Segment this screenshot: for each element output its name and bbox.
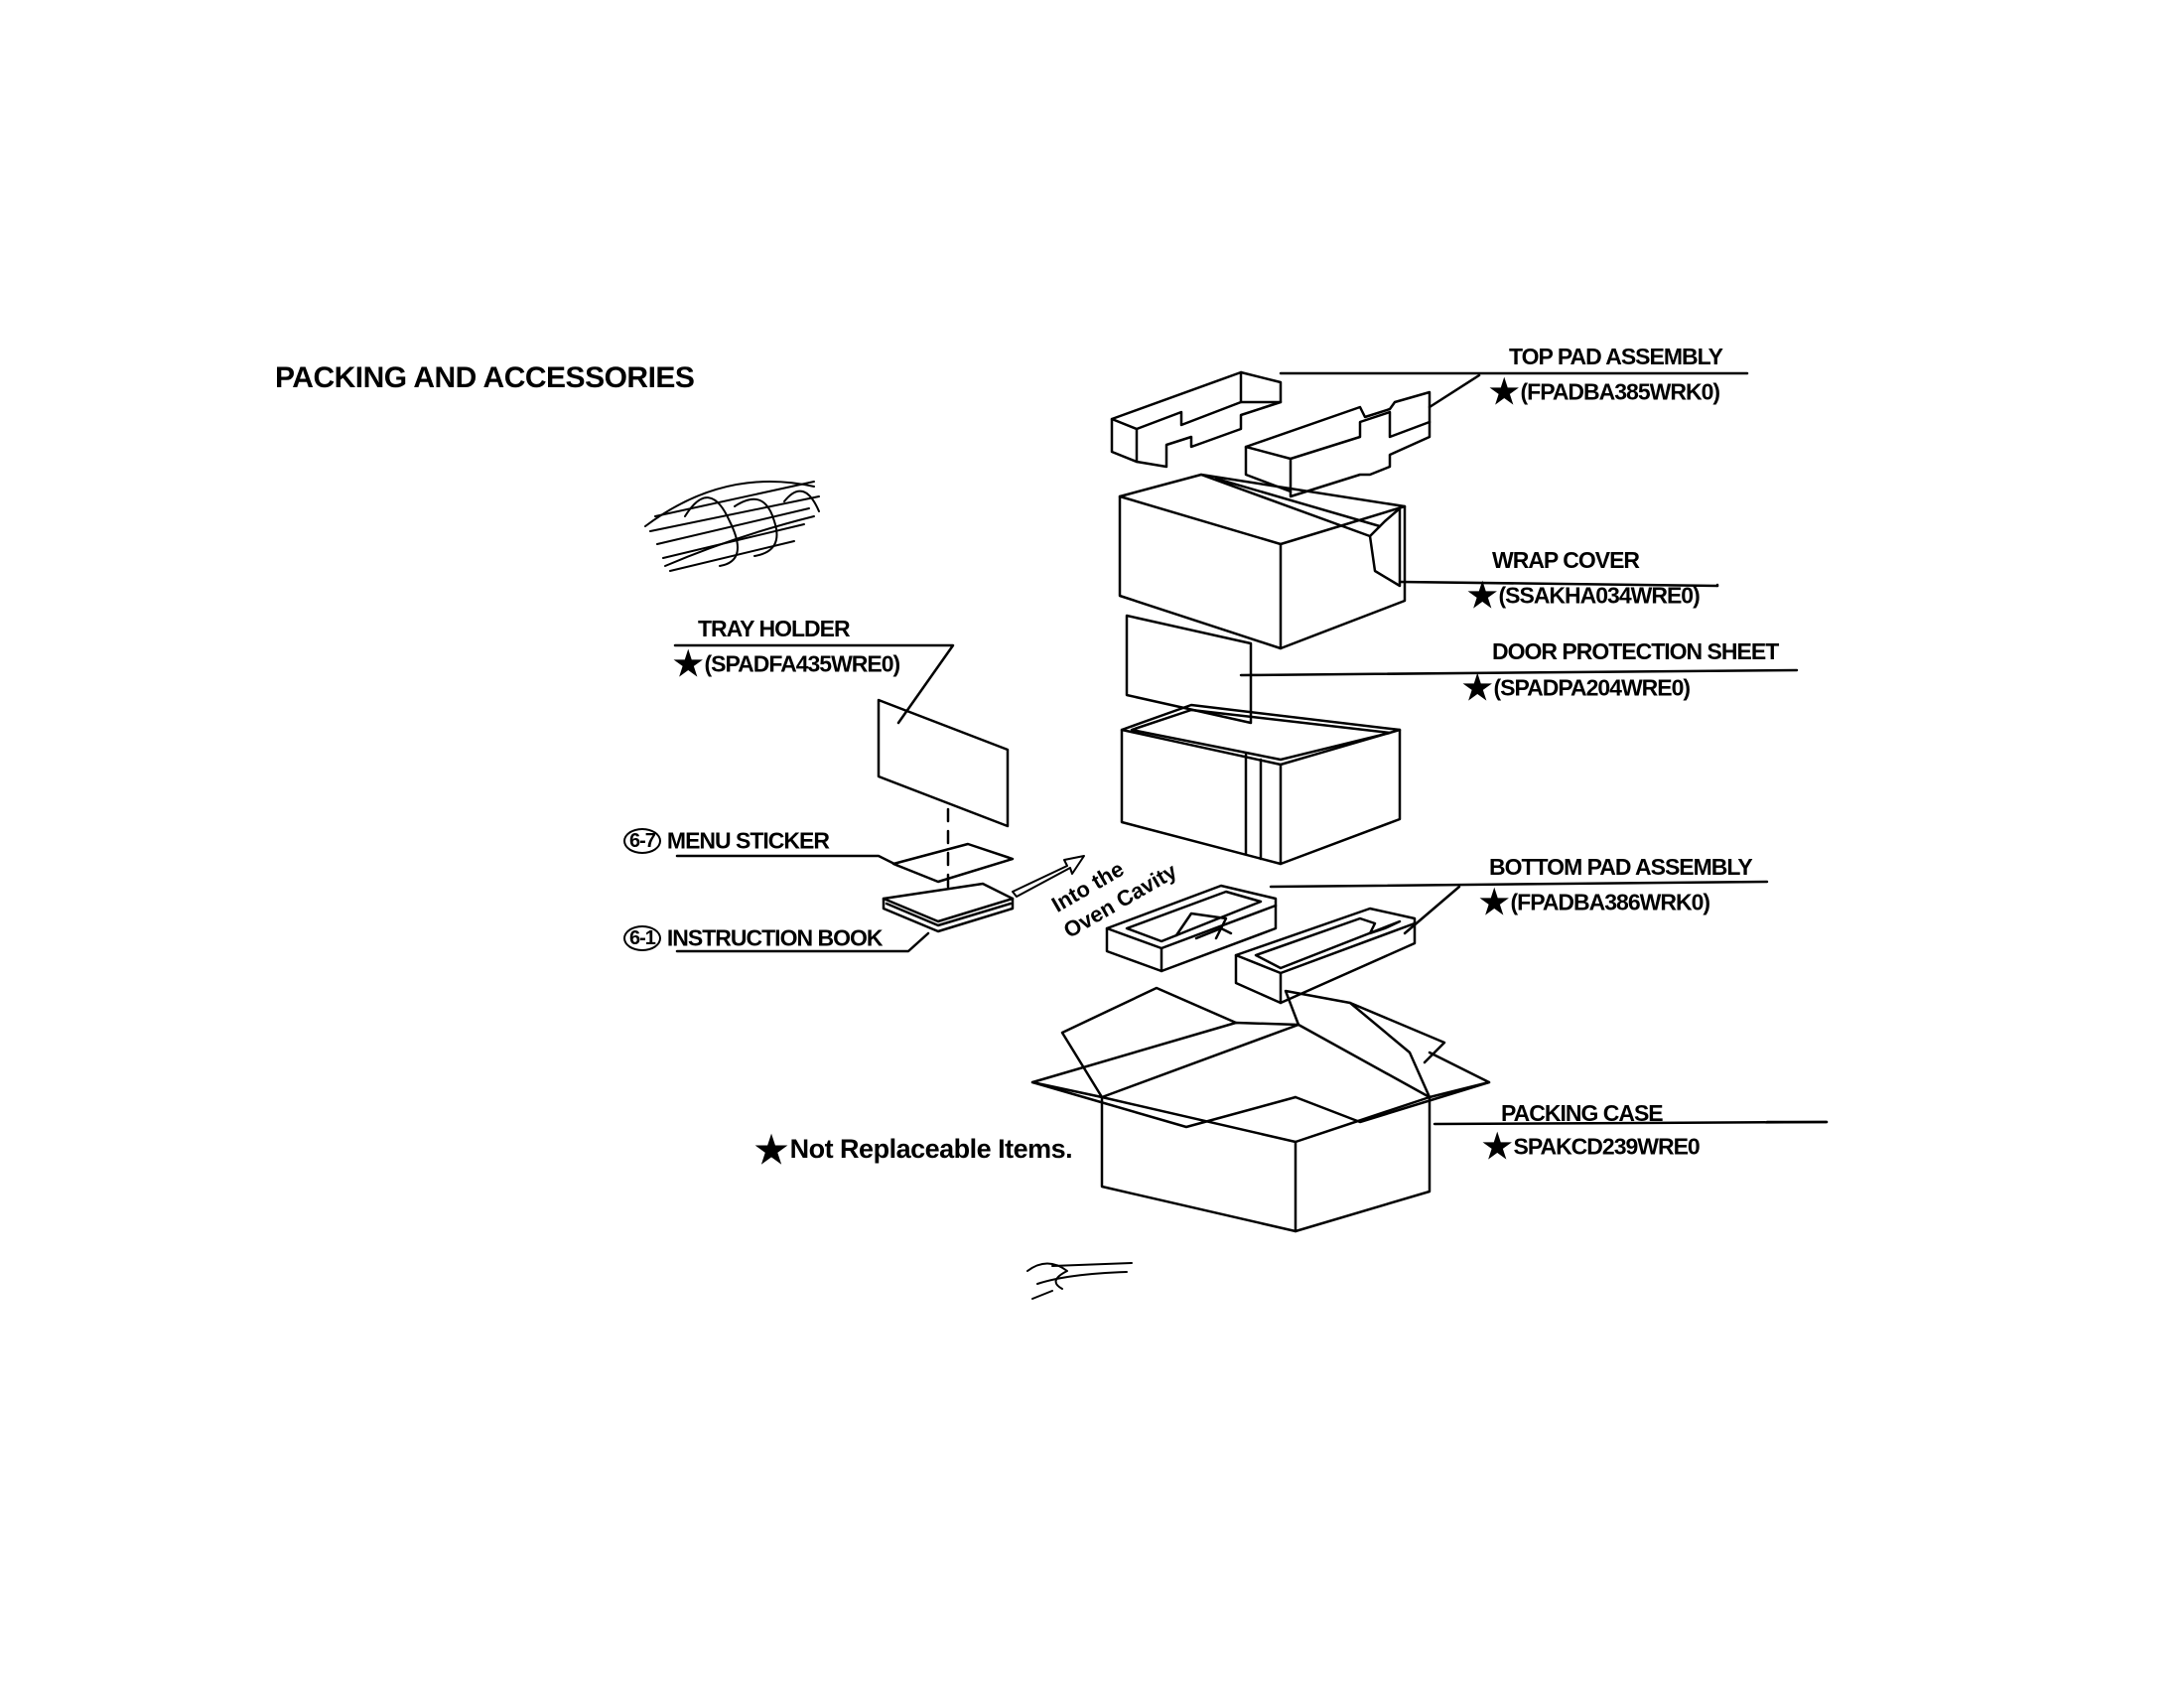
note-text: Not Replaceable Items.: [789, 1134, 1073, 1165]
tray-holder-name: TRAY HOLDER: [698, 616, 851, 641]
wrap-cover-leader: [1398, 580, 1719, 588]
bottom-pad-code: (FPADBA386WRK0): [1510, 889, 1710, 915]
top-pad-name: TOP PAD ASSEMBLY: [1509, 344, 1723, 369]
wrap-cover-name: WRAP COVER: [1492, 547, 1640, 573]
menu-sticker-shape: [891, 842, 1015, 884]
packing-case-code: SPAKCD239WRE0: [1513, 1133, 1700, 1160]
scribble-mark: [644, 481, 820, 572]
bottom-pad-name: BOTTOM PAD ASSEMBLY: [1489, 854, 1753, 880]
wrap-cover-code-row: ★(SSAKHA034WRE0): [1467, 577, 1701, 615]
star-icon: ★: [1489, 373, 1520, 411]
bottom-pad-right: [1234, 907, 1417, 1005]
packing-case-box: [1030, 986, 1491, 1233]
instruction-book-shape: [882, 882, 1015, 933]
door-sheet-leader: [1239, 668, 1799, 677]
menu-sticker-name: MENU STICKER: [666, 827, 830, 854]
top-pad-left: [1110, 370, 1283, 469]
top-pad-leader-2: [1428, 373, 1481, 409]
door-sheet-code: (SPADPA204WRE0): [1493, 674, 1691, 701]
packing-case-leader: [1433, 1120, 1829, 1126]
bottom-pad-left: [1105, 884, 1278, 973]
door-protection-sheet: [1125, 614, 1253, 725]
tray-holder-code-row: ★(SPADFA435WRE0): [673, 645, 900, 683]
instruction-book-leader: [675, 931, 930, 953]
top-pad-code-row: ★(FPADBA385WRK0): [1489, 373, 1720, 411]
instruction-book-ref: 6-1: [623, 925, 661, 951]
star-icon: ★: [1482, 1128, 1513, 1166]
tray-holder-leader: [673, 643, 955, 725]
signature-mark: [1026, 1262, 1133, 1300]
door-sheet-name: DOOR PROTECTION SHEET: [1492, 638, 1779, 664]
packing-case-name: PACKING CASE: [1501, 1100, 1664, 1126]
star-icon: ★: [1467, 577, 1498, 615]
top-pad-code: (FPADBA385WRK0): [1520, 378, 1720, 405]
menu-sticker-leader: [675, 854, 900, 868]
star-icon: ★: [1462, 669, 1493, 707]
star-icon: ★: [673, 645, 704, 683]
bottom-pad-leader-2: [1403, 885, 1461, 935]
not-replaceable-note: ★Not Replaceable Items.: [754, 1130, 1073, 1172]
star-icon: ★: [754, 1130, 788, 1172]
into-oven-arrow: [1012, 855, 1085, 898]
packing-case-code-row: ★SPAKCD239WRE0: [1482, 1128, 1701, 1166]
bottom-pad-leader: [1269, 880, 1769, 889]
star-icon: ★: [1479, 884, 1510, 921]
bottom-pad-code-row: ★(FPADBA386WRK0): [1479, 884, 1710, 921]
oven-body: [1120, 703, 1402, 866]
page-title: PACKING AND ACCESSORIES: [275, 361, 695, 394]
menu-sticker-ref: 6-7: [623, 828, 661, 854]
wrap-cover-box: [1118, 473, 1407, 650]
top-pad-right: [1244, 390, 1432, 498]
tray-holder-sheet: [877, 698, 1010, 828]
wrap-cover-code: (SSAKHA034WRE0): [1498, 582, 1700, 609]
door-sheet-code-row: ★(SPADPA204WRE0): [1462, 669, 1691, 707]
instruction-book-name: INSTRUCTION BOOK: [666, 924, 884, 951]
tray-holder-code: (SPADFA435WRE0): [704, 650, 900, 677]
